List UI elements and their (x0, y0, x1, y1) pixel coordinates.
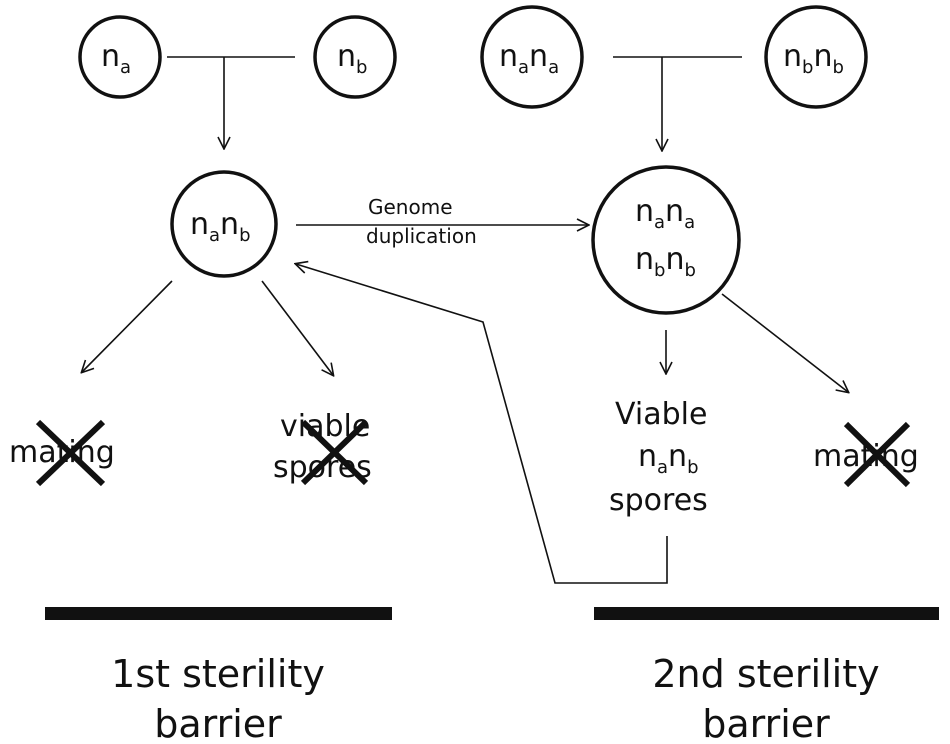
right-viable-label: Viable (615, 397, 707, 432)
first-barrier-label-line1: 1st sterility (111, 652, 325, 696)
right-viable-genotype: nanb (638, 439, 699, 478)
second-barrier-bar (594, 607, 939, 620)
first-barrier-label-line2: barrier (154, 702, 282, 744)
node-na: na (78, 15, 162, 99)
svg-text:nana: nana (499, 39, 559, 78)
left-viable-label: viable (280, 409, 370, 444)
node-nana: nana (480, 5, 584, 109)
left-viable-cross-icon (300, 419, 369, 486)
duplication-label: duplication (366, 224, 477, 248)
arrow-to-left-viable (261, 280, 333, 375)
svg-text:nbnb: nbnb (783, 39, 844, 78)
first-barrier-bar (45, 607, 392, 620)
arrow-to-left-mating (82, 280, 173, 372)
svg-text:nanb: nanb (190, 207, 251, 246)
node-nbnb: nbnb (764, 5, 868, 109)
right-spores-label: spores (609, 483, 708, 518)
right-mating-cross-icon (843, 421, 911, 488)
svg-text:nb: nb (337, 39, 367, 78)
svg-text:nana: nana (635, 194, 695, 233)
feedback-arrow (296, 264, 668, 584)
second-barrier-label-line1: 2nd sterility (652, 652, 879, 696)
node-tetraploid: nana nbnb (591, 165, 741, 315)
svg-text:nbnb: nbnb (635, 242, 696, 281)
svg-text:na: na (101, 39, 131, 78)
arrow-to-right-mating (721, 293, 848, 392)
node-nb: nb (313, 15, 397, 99)
left-mating-cross-icon (35, 419, 106, 487)
genome-label: Genome (368, 195, 453, 219)
node-hybrid: nanb (170, 170, 278, 278)
second-barrier-label-line2: barrier (702, 702, 830, 744)
